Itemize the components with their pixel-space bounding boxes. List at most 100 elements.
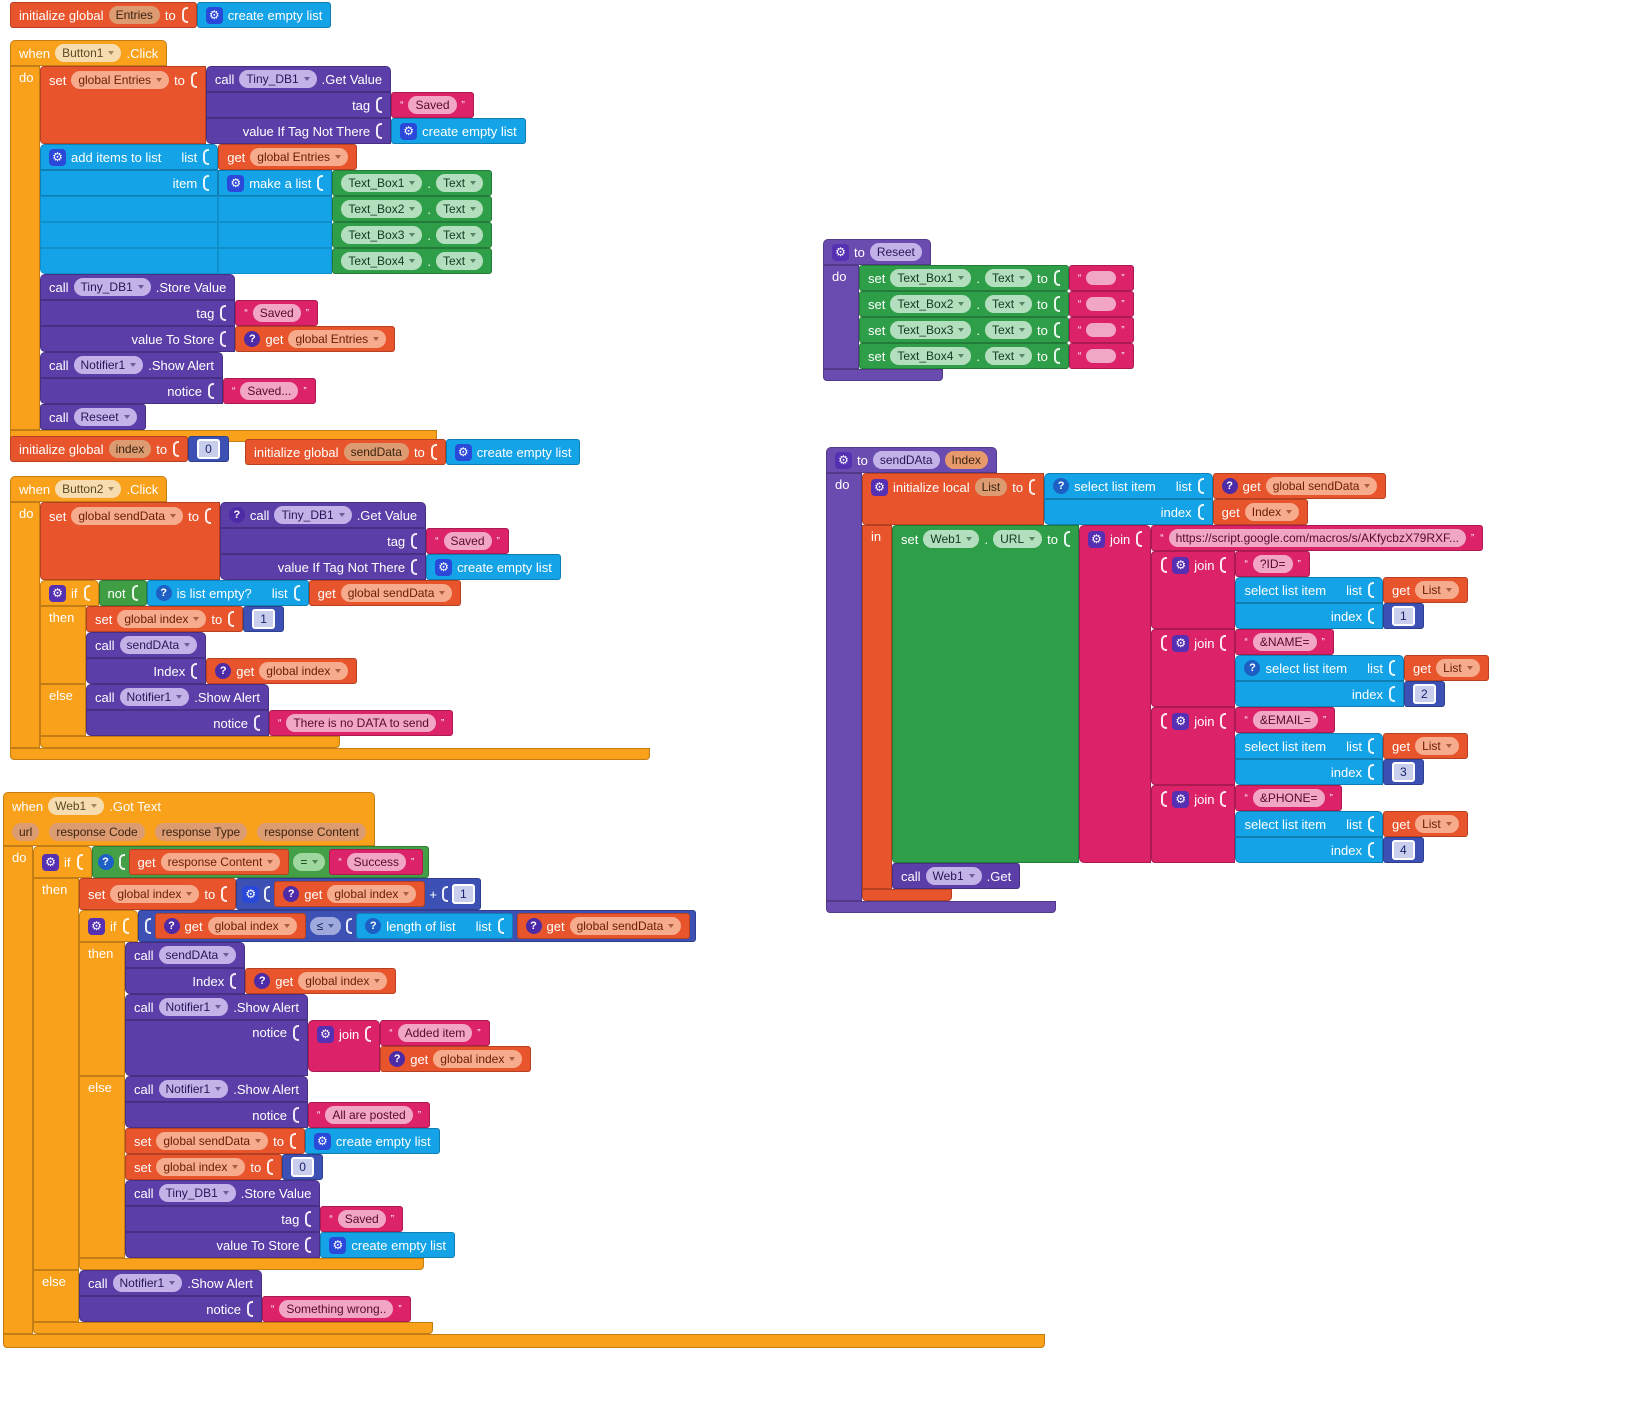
variable-dropdown[interactable]: List	[1415, 581, 1459, 599]
component-dropdown[interactable]: Text_Box3	[341, 226, 423, 244]
text-field[interactable]: Added item	[397, 1024, 473, 1042]
get-global-index-block[interactable]: ?get global index	[380, 1046, 532, 1072]
variable-dropdown[interactable]: Index	[1244, 503, 1300, 521]
operator-dropdown[interactable]: ≤	[309, 917, 342, 935]
variable-name-field[interactable]: sendData	[343, 443, 409, 461]
property-dropdown[interactable]: Text	[436, 200, 484, 218]
text-field[interactable]: Saved	[252, 304, 301, 322]
number-field[interactable]: 2	[1413, 684, 1436, 704]
event-header[interactable]: when Button1 .Click	[10, 40, 168, 66]
join-body[interactable]: ⚙join	[1151, 551, 1236, 629]
create-empty-list-block[interactable]: ⚙create empty list	[391, 118, 526, 144]
variable-name-field[interactable]: index	[108, 440, 152, 458]
set-global-index-block[interactable]: set global index to	[79, 878, 237, 910]
mutator-gear-icon[interactable]: ⚙	[49, 148, 66, 166]
procedure-header[interactable]: ⚙ to sendDAta Index	[826, 447, 997, 473]
call-notifier-showalert-block[interactable]: call Notifier1 .Show Alert notice “All a…	[125, 1076, 431, 1128]
mutator-gear-icon[interactable]: ⚙	[1172, 790, 1190, 808]
variable-dropdown[interactable]: response Content	[160, 853, 281, 871]
component-dropdown[interactable]: Text_Box4	[341, 252, 423, 270]
if-block[interactable]: ⚙if ? get response Content = “Success” t…	[33, 846, 697, 1334]
mutator-gear-icon[interactable]: ⚙	[88, 917, 105, 935]
set-global-index-block[interactable]: set global index to	[86, 606, 244, 632]
block-procedure-senddata[interactable]: ⚙ to sendDAta Index do ⚙ initialize loca…	[826, 447, 1489, 913]
variable-dropdown[interactable]: List	[1415, 737, 1459, 755]
text-field[interactable]: Saved...	[240, 382, 299, 400]
number-field[interactable]: 1	[252, 609, 275, 629]
mutator-gear-icon[interactable]: ⚙	[329, 1236, 347, 1254]
number-field[interactable]: 1	[1392, 606, 1415, 626]
warning-icon[interactable]: ?	[525, 918, 542, 934]
join-body[interactable]: ⚙join	[1151, 707, 1236, 785]
component-dropdown[interactable]: Notifier1	[73, 356, 144, 374]
number-block[interactable]: 3	[1383, 759, 1424, 785]
number-field[interactable]: 0	[291, 1157, 314, 1177]
empty-string-block[interactable]: “”	[1068, 291, 1134, 317]
component-dropdown[interactable]: Web1	[923, 530, 980, 548]
variable-dropdown[interactable]: global index	[156, 1158, 246, 1176]
create-empty-list-block[interactable]: ⚙ create empty list	[196, 2, 332, 28]
component-dropdown[interactable]: Notifier1	[158, 1080, 229, 1098]
equals-block[interactable]: ? get response Content = “Success”	[91, 846, 430, 878]
call-notifier-showalert-block[interactable]: call Notifier1 .Show Alert notice “Saved…	[40, 352, 316, 404]
text-field[interactable]: &PHONE=	[1252, 789, 1325, 807]
property-dropdown[interactable]: Text	[985, 347, 1033, 365]
get-global-senddata-block[interactable]: ?get global sendData	[1212, 473, 1387, 499]
get-global-index-block[interactable]: ?get global index	[274, 881, 426, 907]
set-global-senddata-block[interactable]: set global sendData to	[40, 502, 220, 580]
text-string-block[interactable]: “All are posted”	[307, 1102, 431, 1128]
number-block[interactable]: 1	[1383, 603, 1424, 629]
init-global-block[interactable]: initialize global index to	[10, 436, 189, 462]
get-index-block[interactable]: get Index	[1212, 499, 1309, 525]
number-field[interactable]: 4	[1392, 840, 1415, 860]
component-dropdown[interactable]: Text_Box2	[890, 295, 972, 313]
block-init-global-entries[interactable]: initialize global Entries to ⚙ create em…	[10, 2, 332, 28]
event-param-response-type[interactable]: response Type	[154, 823, 248, 841]
mutator-gear-icon[interactable]: ⚙	[242, 885, 260, 903]
procedure-name-field[interactable]: sendDAta	[872, 451, 940, 469]
text-string-block[interactable]: “Saved”	[391, 92, 474, 118]
text-field[interactable]: Saved	[408, 96, 457, 114]
not-block[interactable]: not	[98, 580, 147, 606]
text-string-block[interactable]: “Saved...”	[222, 378, 316, 404]
set-web1-url-block[interactable]: set Web1 . URL to	[892, 525, 1079, 863]
call-tinydb-storevalue-block[interactable]: call Tiny_DB1 .Store Value tag “Saved” v…	[125, 1180, 456, 1258]
textbox3-text-getter[interactable]: Text_Box3. Text	[332, 222, 493, 248]
mutator-gear-icon[interactable]: ⚙	[454, 443, 472, 461]
component-dropdown[interactable]: Web1	[48, 797, 105, 815]
component-dropdown[interactable]: Web1	[925, 867, 982, 885]
component-dropdown[interactable]: Text_Box1	[890, 269, 972, 287]
text-field[interactable]: &EMAIL=	[1252, 711, 1318, 729]
text-field[interactable]	[1086, 297, 1117, 311]
text-string-block[interactable]: “&PHONE=”	[1235, 785, 1342, 811]
component-dropdown[interactable]: Notifier1	[158, 998, 229, 1016]
mutator-gear-icon[interactable]: ⚙	[316, 1025, 334, 1043]
text-field[interactable]: ?ID=	[1252, 555, 1293, 573]
call-web1-get-block[interactable]: call Web1 .Get	[892, 863, 1021, 889]
event-header[interactable]: when Web1 .Got Text url response Code re…	[3, 792, 375, 846]
block-procedure-reseet[interactable]: ⚙ to Reseet do set Text_Box1. Text to “”…	[823, 239, 1134, 381]
join-body[interactable]: ⚙join	[1151, 785, 1236, 863]
call-notifier-showalert-block[interactable]: call Notifier1 .Show Alert notice “Somet…	[79, 1270, 411, 1322]
get-global-senddata-block[interactable]: get global sendData	[308, 580, 462, 606]
procedure-dropdown[interactable]: sendDAta	[119, 636, 198, 654]
warning-icon[interactable]: ?	[97, 854, 114, 870]
number-field[interactable]: 0	[197, 439, 220, 459]
variable-dropdown[interactable]: global sendData	[71, 507, 184, 525]
mutator-gear-icon[interactable]: ⚙	[1172, 712, 1190, 730]
warning-icon[interactable]: ?	[254, 973, 271, 989]
set-global-index-block[interactable]: set global index to	[125, 1154, 283, 1180]
local-variable-name-field[interactable]: List	[974, 478, 1008, 496]
text-string-block[interactable]: “Success”	[329, 849, 424, 875]
variable-dropdown[interactable]: List	[1415, 815, 1459, 833]
join-body[interactable]: ⚙join	[1078, 525, 1152, 863]
